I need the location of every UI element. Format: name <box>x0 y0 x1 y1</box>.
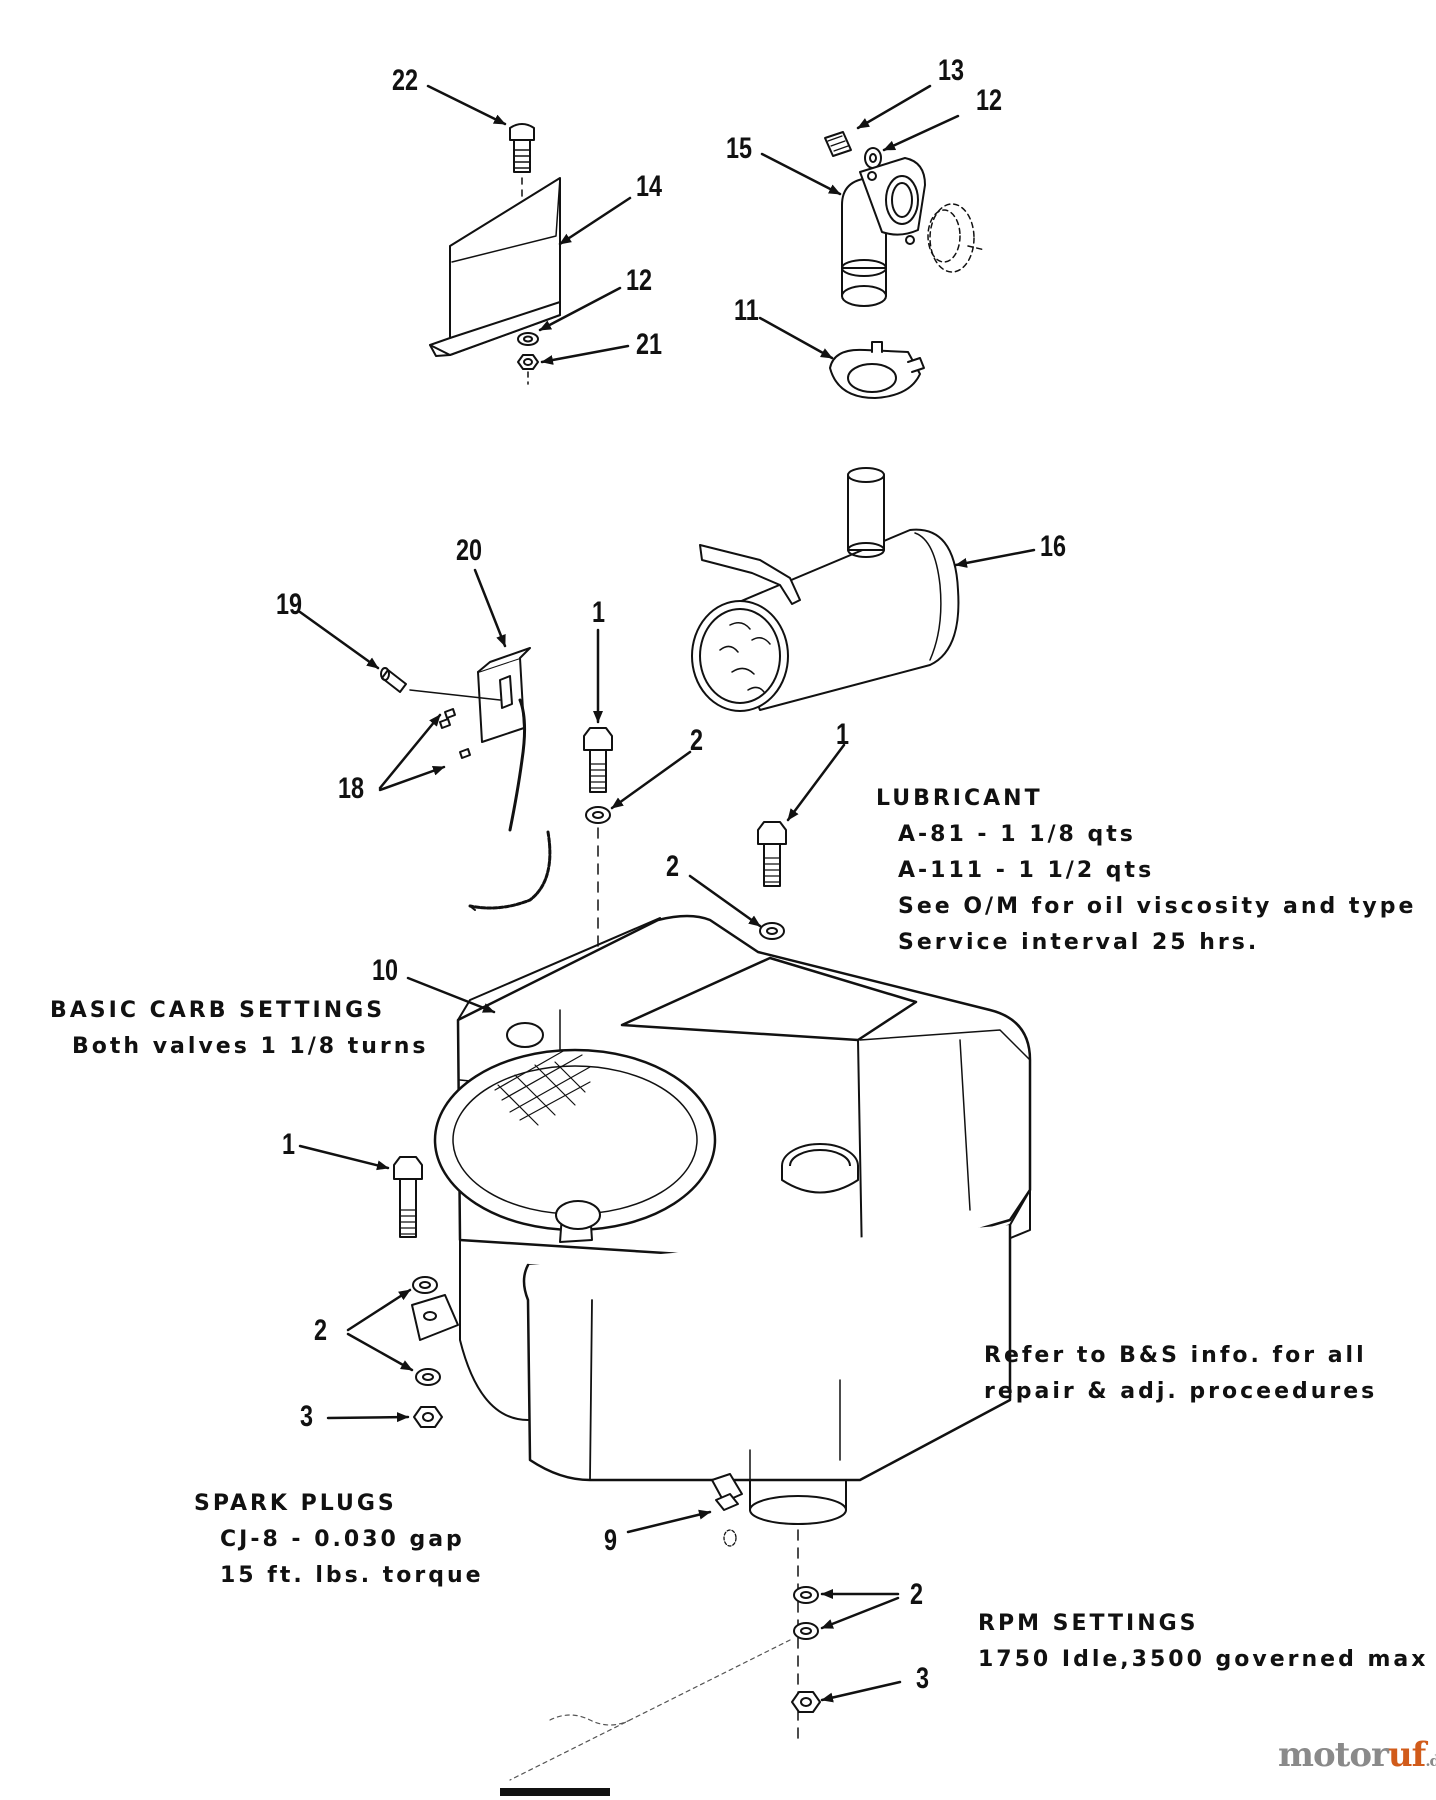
nut-3b <box>791 1691 821 1713</box>
spark-line-2: 15 ft. lbs. torque <box>220 1563 484 1588</box>
callout-1-right: 1 <box>836 718 850 751</box>
lubricant-line-1: A-81 - 1 1/8 qts <box>898 822 1136 847</box>
watermark-suffix: .de <box>1425 1752 1436 1770</box>
drain-plug-9 <box>711 1473 743 1547</box>
washers-2d <box>793 1586 819 1640</box>
lubricant-note: LUBRICANT A-81 - 1 1/8 qts A-111 - 1 1/2… <box>876 781 1416 961</box>
bolt-22 <box>509 123 535 201</box>
callout-22: 22 <box>392 64 419 97</box>
callout-9: 9 <box>604 1524 618 1557</box>
washer-2a <box>585 806 611 959</box>
callout-2-bottom: 2 <box>910 1578 924 1611</box>
rpm-title: RPM SETTINGS <box>978 1611 1199 1636</box>
lubricant-title: LUBRICANT <box>876 786 1043 811</box>
nut-3a <box>413 1406 443 1428</box>
callout-11: 11 <box>734 294 759 327</box>
screw-13 <box>824 131 852 157</box>
washer-2b <box>759 922 785 940</box>
callout-2-left: 2 <box>314 1314 328 1347</box>
callout-14: 14 <box>636 170 663 203</box>
muffler-16 <box>691 467 960 712</box>
watermark-part-2: uf <box>1387 1735 1426 1775</box>
lubricant-line-3: See O/M for oil viscosity and type <box>898 894 1417 919</box>
callout-15: 15 <box>726 132 753 165</box>
lubricant-line-4: Service interval 25 hrs. <box>898 930 1260 955</box>
carb-settings-note: BASIC CARB SETTINGS Both valves 1 1/8 tu… <box>50 993 429 1065</box>
callout-2-right: 2 <box>666 850 680 883</box>
spark-plugs-note: SPARK PLUGS CJ-8 - 0.030 gap 15 ft. lbs.… <box>194 1486 484 1594</box>
bolt-1c <box>393 1156 423 1238</box>
engine-block-10 <box>433 914 1032 1741</box>
callout-19: 19 <box>276 588 303 621</box>
washers-2c <box>411 1276 459 1386</box>
exhaust-elbow-15 <box>841 157 986 307</box>
callout-10: 10 <box>372 954 399 987</box>
carb-title: BASIC CARB SETTINGS <box>50 998 386 1023</box>
pin-19 <box>380 667 407 693</box>
callout-2-top: 2 <box>690 724 704 757</box>
leader-arrows <box>298 84 1036 1703</box>
throttle-bracket-20 <box>409 647 552 911</box>
callout-20: 20 <box>456 534 483 567</box>
callout-3-bottom: 3 <box>916 1662 930 1695</box>
washer-12a <box>864 147 882 169</box>
nut-21 <box>517 354 539 385</box>
watermark-part-1: motor <box>1278 1735 1389 1775</box>
callout-1-left: 1 <box>282 1128 296 1161</box>
hidden-parts <box>500 1639 791 1796</box>
callout-12-mid: 12 <box>626 264 653 297</box>
callout-12-top: 12 <box>976 84 1003 117</box>
bolt-1b <box>757 821 787 887</box>
refer-line-1: Refer to B&S info. for all <box>984 1343 1367 1368</box>
callout-18: 18 <box>338 772 365 805</box>
clamp-11 <box>829 341 925 399</box>
screws-18 <box>439 708 471 759</box>
spark-line-1: CJ-8 - 0.030 gap <box>220 1527 465 1552</box>
washer-12b <box>517 332 539 346</box>
callout-16: 16 <box>1040 530 1067 563</box>
callout-13: 13 <box>938 54 965 87</box>
rpm-line-1: 1750 Idle,3500 governed max <box>978 1647 1429 1672</box>
bracket-plate-14 <box>429 177 561 357</box>
callout-1-top: 1 <box>592 596 606 629</box>
refer-line-2: repair & adj. proceedures <box>984 1379 1378 1404</box>
refer-note: Refer to B&S info. for all repair & adj.… <box>984 1338 1377 1410</box>
callout-21: 21 <box>636 328 663 361</box>
carb-line-1: Both valves 1 1/8 turns <box>72 1034 429 1059</box>
callout-3-left: 3 <box>300 1400 314 1433</box>
rpm-settings-note: RPM SETTINGS 1750 Idle,3500 governed max <box>978 1606 1428 1678</box>
watermark-logo: motoruf.de <box>1278 1735 1436 1775</box>
spark-title: SPARK PLUGS <box>194 1491 397 1516</box>
lubricant-line-2: A-111 - 1 1/2 qts <box>898 858 1155 883</box>
bolt-1a <box>583 727 613 793</box>
